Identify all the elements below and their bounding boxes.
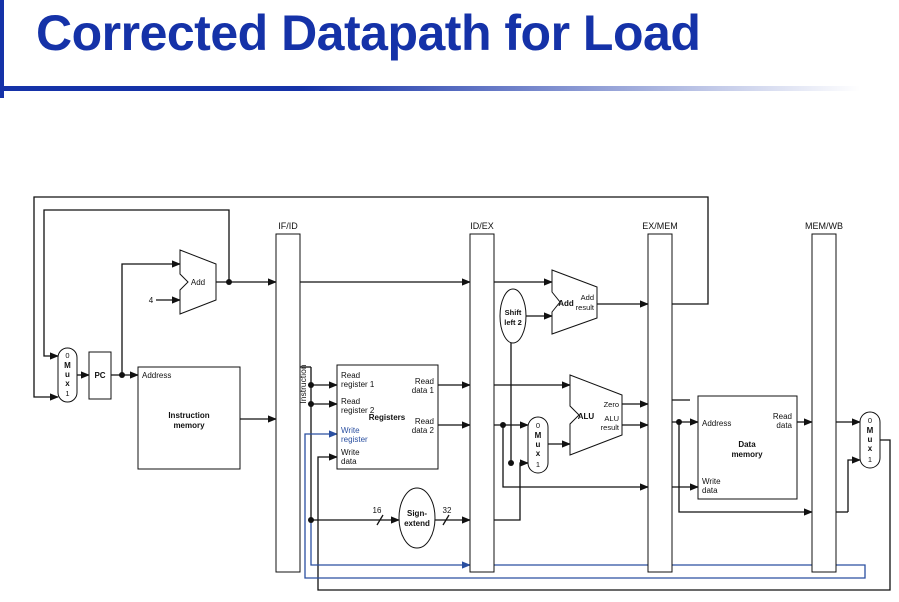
svg-text:data 2: data 2 [412,426,435,435]
svg-text:result: result [601,423,620,432]
svg-text:1: 1 [65,389,69,398]
alu-src-mux: 0 M u x 1 [527,416,549,474]
svg-text:x: x [65,379,70,388]
pc-adder: Add [179,249,217,315]
svg-text:Add: Add [191,278,205,287]
svg-text:u: u [868,435,873,444]
svg-text:0: 0 [536,421,540,430]
junction-dots [119,279,682,523]
shift-left-unit: Shift left 2 [499,288,527,344]
svg-text:left 2: left 2 [504,318,522,327]
svg-text:data: data [341,457,357,466]
bus-width-marks [376,514,450,526]
if-id-register [275,233,301,573]
svg-text:0: 0 [868,416,872,425]
svg-text:ALU: ALU [578,412,595,421]
svg-text:result: result [576,303,595,312]
pc-mux: 0 M u x 1 [57,347,78,403]
output-width-label: 32 [443,506,452,515]
svg-text:u: u [536,440,541,449]
data-memory: Address Read data Data memory Write data [697,395,798,500]
svg-text:data 1: data 1 [412,386,435,395]
svg-text:Read: Read [415,417,434,426]
svg-text:Add: Add [558,299,574,308]
svg-text:Write: Write [341,448,360,457]
svg-text:Sign-: Sign- [407,509,427,518]
title-underline [0,86,860,91]
svg-text:M: M [535,431,542,440]
sign-extend-unit: Sign- extend [398,487,436,549]
svg-text:Write: Write [702,477,721,486]
svg-text:Shift: Shift [505,308,522,317]
pc-label: PC [94,371,105,380]
svg-text:Address: Address [142,371,171,380]
svg-text:u: u [65,370,70,379]
alu: ALU Zero ALU result [569,374,623,456]
svg-text:x: x [536,449,541,458]
input-width-label: 16 [373,506,382,515]
svg-text:Read: Read [341,397,360,406]
svg-text:1: 1 [536,460,540,469]
ex-mem-label: EX/MEM [642,221,678,231]
svg-text:0: 0 [65,351,69,360]
pc-register [88,351,112,400]
svg-text:Read: Read [341,371,360,380]
svg-text:memory: memory [731,450,763,459]
svg-text:Zero: Zero [604,400,619,409]
svg-text:x: x [868,444,873,453]
svg-text:Data: Data [738,440,756,449]
instruction-wire-label: Instruction [298,364,308,403]
svg-text:data: data [776,421,792,430]
title-accent-bar [0,0,4,98]
svg-text:Instruction: Instruction [168,411,209,420]
svg-text:Registers: Registers [369,413,406,422]
svg-text:ALU: ALU [604,414,619,423]
svg-text:M: M [867,426,874,435]
svg-text:extend: extend [404,519,430,528]
branch-adder: Add Add result [551,269,598,335]
svg-text:Read: Read [415,377,434,386]
svg-text:register: register [341,435,368,444]
slide-title: Corrected Datapath for Load [36,5,701,61]
mem-wb-register [811,233,837,573]
id-ex-label: ID/EX [470,221,494,231]
ex-mem-register [647,233,673,573]
mem-wb-label: MEM/WB [805,221,843,231]
svg-text:Address: Address [702,419,731,428]
svg-text:1: 1 [868,455,872,464]
svg-text:register 2: register 2 [341,406,375,415]
svg-text:memory: memory [173,421,205,430]
write-register-label: Write [341,426,360,435]
if-id-label: IF/ID [278,221,298,231]
id-ex-register [469,233,495,573]
register-file: Read register 1 Read register 2 Write re… [336,364,439,470]
svg-text:Read: Read [773,412,792,421]
svg-text:M: M [64,361,71,370]
wires [33,196,891,591]
svg-text:Add: Add [581,293,594,302]
svg-text:register 1: register 1 [341,380,375,389]
constant-four: 4 [149,296,154,305]
svg-text:data: data [702,486,718,495]
writeback-mux: 0 M u x 1 [859,411,881,469]
instruction-memory: Address Instruction memory [137,366,241,470]
